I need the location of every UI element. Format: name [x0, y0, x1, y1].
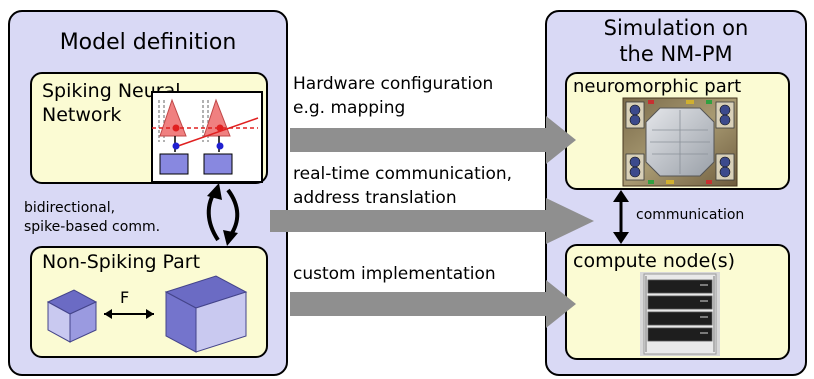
f-label: F	[120, 288, 130, 307]
arrow-top-label-line1: Hardware configuration	[293, 74, 494, 94]
bidirectional-arrows	[206, 183, 240, 246]
non-spiking-label: Non-Spiking Part	[42, 251, 201, 273]
large-cube-icon	[164, 275, 248, 353]
snn-label-line1: Spiking Neural	[42, 80, 181, 102]
bidirectional-note-line1: bidirectional,	[24, 200, 116, 216]
compute-node-rack-image	[640, 272, 720, 356]
simulation-title-line1: Simulation on	[603, 16, 749, 40]
arrow-middle-label-line1: real-time communication,	[293, 164, 513, 184]
arrow-realtime-communication	[270, 198, 594, 244]
communication-arrow	[613, 190, 629, 244]
f-transform-arrow	[104, 309, 154, 319]
arrow-middle-label-line2: address translation	[293, 188, 457, 208]
bidirectional-note-line2: spike-based comm.	[24, 219, 161, 235]
simulation-title-line2: the NM-PM	[619, 42, 733, 66]
compute-node-label: compute node(s)	[573, 250, 736, 272]
small-cube-icon	[46, 289, 98, 343]
neuromorphic-board-image	[622, 97, 738, 187]
arrow-hardware-configuration	[290, 116, 576, 164]
neuron-network-icon	[151, 91, 263, 183]
communication-label: communication	[636, 207, 745, 223]
arrow-top-label-line2: e.g. mapping	[293, 98, 406, 118]
snn-label-line2: Network	[42, 104, 122, 126]
arrow-custom-implementation	[290, 280, 576, 328]
neuromorphic-label: neuromorphic part	[573, 76, 742, 97]
arrow-bottom-label: custom implementation	[293, 264, 496, 284]
model-definition-title: Model definition	[59, 30, 237, 55]
